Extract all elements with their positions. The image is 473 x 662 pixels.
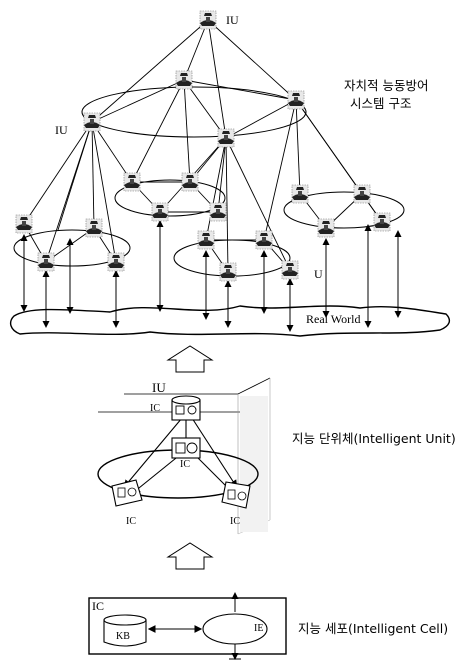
- iu-title: IU: [152, 381, 166, 394]
- ic-node-left: [112, 480, 142, 506]
- ic-title: IC: [92, 600, 104, 612]
- top-network-nodes: [16, 11, 390, 281]
- ic-label-center: IC: [180, 460, 190, 470]
- ic-node-center: [172, 438, 200, 458]
- intelligent-unit-diagram: [98, 378, 270, 534]
- ic-label-right: IC: [230, 517, 240, 527]
- system-caption-line1: 자치적 능동방어: [344, 80, 428, 93]
- iu-label-mid: U: [314, 268, 323, 280]
- iu-label-left: IU: [55, 124, 68, 136]
- cell-caption: 지능 세포(Intelligent Cell): [298, 623, 448, 636]
- ie-label: IE: [254, 624, 263, 634]
- ic-node-right: [222, 482, 250, 508]
- ic-label-top: IC: [150, 404, 160, 414]
- real-world-label: Real World: [306, 313, 360, 325]
- iu-label-top: IU: [226, 14, 239, 26]
- kb-label: KB: [116, 632, 130, 642]
- top-network: [11, 20, 450, 336]
- unit-caption: 지능 단위체(Intelligent Unit): [292, 433, 456, 446]
- ic-label-left: IC: [126, 517, 136, 527]
- system-caption-line2: 시스템 구조: [350, 98, 411, 111]
- ic-node-top: [172, 396, 200, 420]
- real-world-cloud: [11, 306, 450, 336]
